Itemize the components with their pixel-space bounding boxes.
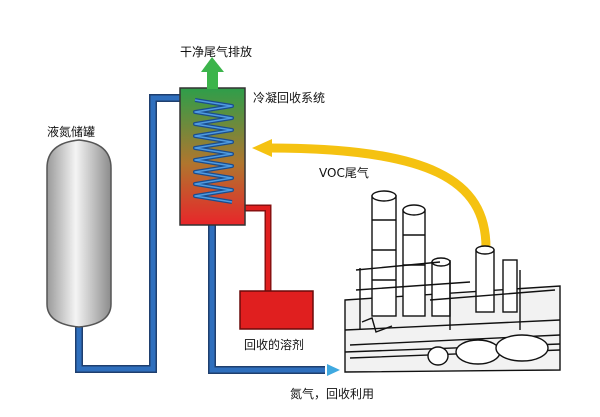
voc-exhaust-arrow bbox=[252, 139, 491, 249]
liquid-nitrogen-tank-label: 液氮储罐 bbox=[47, 125, 96, 139]
factory-plant-icon bbox=[344, 190, 561, 373]
clean-exhaust-arrow bbox=[201, 57, 224, 89]
nitrogen-outlet-arrow bbox=[327, 364, 340, 376]
nitrogen-outlet-pipe bbox=[208, 225, 325, 374]
liquid-nitrogen-pipe bbox=[75, 94, 180, 373]
voc-exhaust-label: VOC尾气 bbox=[319, 166, 369, 180]
condensation-system-label: 冷凝回收系统 bbox=[253, 91, 326, 105]
recovered-solvent-label: 回收的溶剂 bbox=[244, 338, 305, 352]
recovered-solvent-container bbox=[239, 290, 314, 330]
solvent-pipe bbox=[245, 204, 272, 292]
nitrogen-reuse-label: 氮气，回收利用 bbox=[290, 387, 375, 401]
condenser-coil-icon bbox=[179, 87, 246, 226]
clean-exhaust-label: 干净尾气排放 bbox=[180, 45, 253, 59]
storage-tank-icon bbox=[46, 139, 112, 328]
